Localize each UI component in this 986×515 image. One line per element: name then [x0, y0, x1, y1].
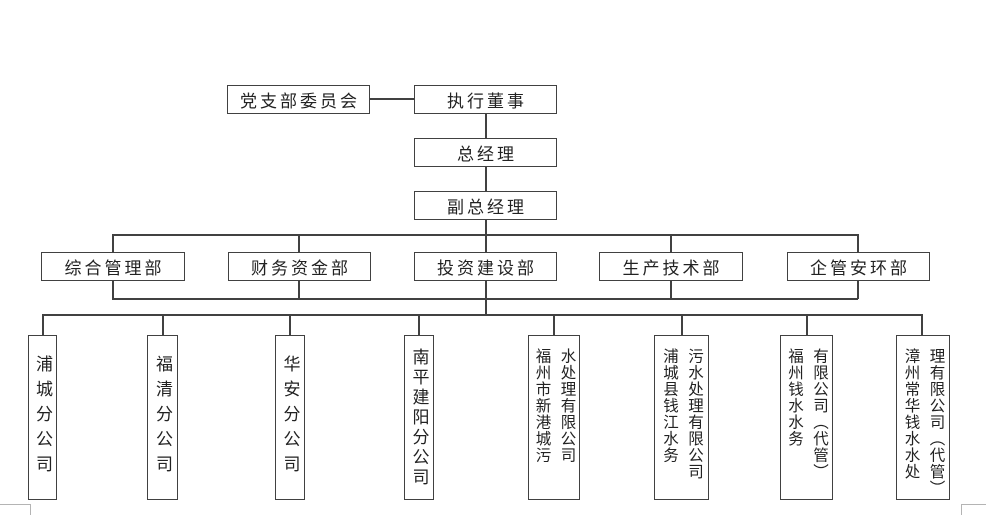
- node-label: 执行董事: [447, 92, 527, 111]
- node-dept-production-technology: 生产技术部: [599, 252, 743, 281]
- node-sub-pucheng-branch: 浦城分公司: [28, 335, 57, 500]
- node-label: 财务资金部: [251, 259, 351, 278]
- connector-sub-drop: [921, 314, 923, 335]
- node-label-column: 南平建阳分公司: [409, 347, 429, 488]
- connector-dept-drop: [857, 234, 859, 252]
- connector-dgm-bus: [485, 219, 487, 235]
- node-label: 副总经理: [447, 198, 527, 217]
- page-frame-mark: [961, 504, 986, 505]
- node-deputy-general-manager: 副总经理: [414, 191, 557, 220]
- node-label-column: 有限公司︵代管︶: [811, 348, 828, 480]
- node-label-column: 理有限公司︵代管︶: [927, 348, 945, 497]
- node-dept-finance-capital: 财务资金部: [228, 252, 371, 281]
- connector-sub-drop: [806, 314, 808, 335]
- connector-party-exec: [370, 98, 414, 100]
- page-frame-mark: [30, 504, 31, 515]
- node-sub-zhangzhou-changhua-water: 漳州常华钱水水处 理有限公司︵代管︶: [896, 335, 950, 500]
- connector-dept-bottom-drop: [112, 281, 114, 299]
- node-party-committee: 党支部委员会: [227, 85, 370, 114]
- node-dept-comprehensive-management: 综合管理部: [41, 252, 185, 281]
- node-dept-investment-construction: 投资建设部: [414, 252, 557, 281]
- connector-dept-bottom-bus: [112, 298, 858, 300]
- node-label: 总经理: [457, 145, 517, 164]
- node-label-column: 福州市新港城污: [533, 348, 551, 464]
- node-sub-fuzhou-xingangcheng-sewage: 福州市新港城污 水处理有限公司: [528, 335, 580, 500]
- node-sub-huaan-branch: 华安分公司: [275, 335, 305, 500]
- node-label-column: 福州钱水水务: [786, 348, 803, 447]
- node-label: 企管安环部: [810, 259, 910, 278]
- node-sub-fuzhou-qianshui-water: 福州钱水水务 有限公司︵代管︶: [780, 335, 833, 500]
- connector-sub-drop: [418, 314, 420, 335]
- node-general-manager: 总经理: [414, 138, 557, 167]
- node-label-column: 浦城县钱江水务: [661, 348, 678, 464]
- connector-dept-bottom-drop: [670, 281, 672, 299]
- node-sub-nanping-jianyang-branch: 南平建阳分公司: [404, 335, 434, 500]
- connector-sub-drop: [289, 314, 291, 335]
- connector-sub-drop: [162, 314, 164, 335]
- connector-sub-drop: [42, 314, 44, 335]
- node-label: 投资建设部: [437, 259, 537, 278]
- connector-dept-drop: [670, 234, 672, 252]
- connector-dept-drop: [112, 234, 114, 252]
- connector-subs-bus: [42, 314, 923, 316]
- connector-dept-drop: [298, 234, 300, 252]
- page-frame-mark: [961, 504, 962, 515]
- connector-gm-dgm: [485, 166, 487, 191]
- connector-dept-drop: [485, 234, 487, 252]
- node-label: 综合管理部: [64, 259, 165, 278]
- connector-sub-drop: [681, 314, 683, 335]
- node-executive-director: 执行董事: [414, 85, 557, 114]
- node-label-column: 污水处理有限公司: [686, 348, 703, 480]
- connector-dept-bottom-drop: [298, 281, 300, 299]
- node-label: 生产技术部: [622, 259, 723, 278]
- node-label-column: 华安分公司: [280, 355, 300, 480]
- connector-sub-drop: [553, 314, 555, 335]
- node-sub-fuqing-branch: 福清分公司: [147, 335, 178, 500]
- node-label-column: 浦城分公司: [33, 355, 52, 480]
- node-label: 党支部委员会: [240, 92, 360, 111]
- node-sub-pucheng-qianjiang-sewage: 浦城县钱江水务 污水处理有限公司: [654, 335, 709, 500]
- node-dept-enterprise-safety-environment: 企管安环部: [787, 252, 930, 281]
- connector-exec-gm: [485, 113, 487, 138]
- page-frame-mark: [0, 504, 31, 505]
- node-label-column: 漳州常华钱水水处: [902, 348, 920, 480]
- connector-dept-bottom-drop: [857, 281, 859, 299]
- node-label-column: 福清分公司: [153, 355, 172, 480]
- node-label-column: 水处理有限公司: [558, 348, 576, 464]
